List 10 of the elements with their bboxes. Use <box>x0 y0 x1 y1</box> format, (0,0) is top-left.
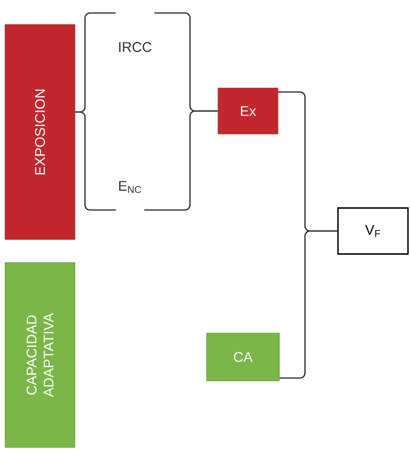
process-box: CA <box>206 332 280 382</box>
label-bar: EXPOSICION <box>4 24 76 240</box>
bracket <box>280 230 338 379</box>
process-box: Ex <box>218 88 278 134</box>
result-box: V$_{F}$ <box>337 207 409 255</box>
bracket <box>75 111 116 211</box>
label-bar: CAPACIDAD ADAPTATIVA <box>4 262 76 448</box>
bracket <box>144 110 218 211</box>
bracket-item: IRCC <box>119 42 152 52</box>
bracket-item: E$_{NC}$ <box>119 181 142 193</box>
